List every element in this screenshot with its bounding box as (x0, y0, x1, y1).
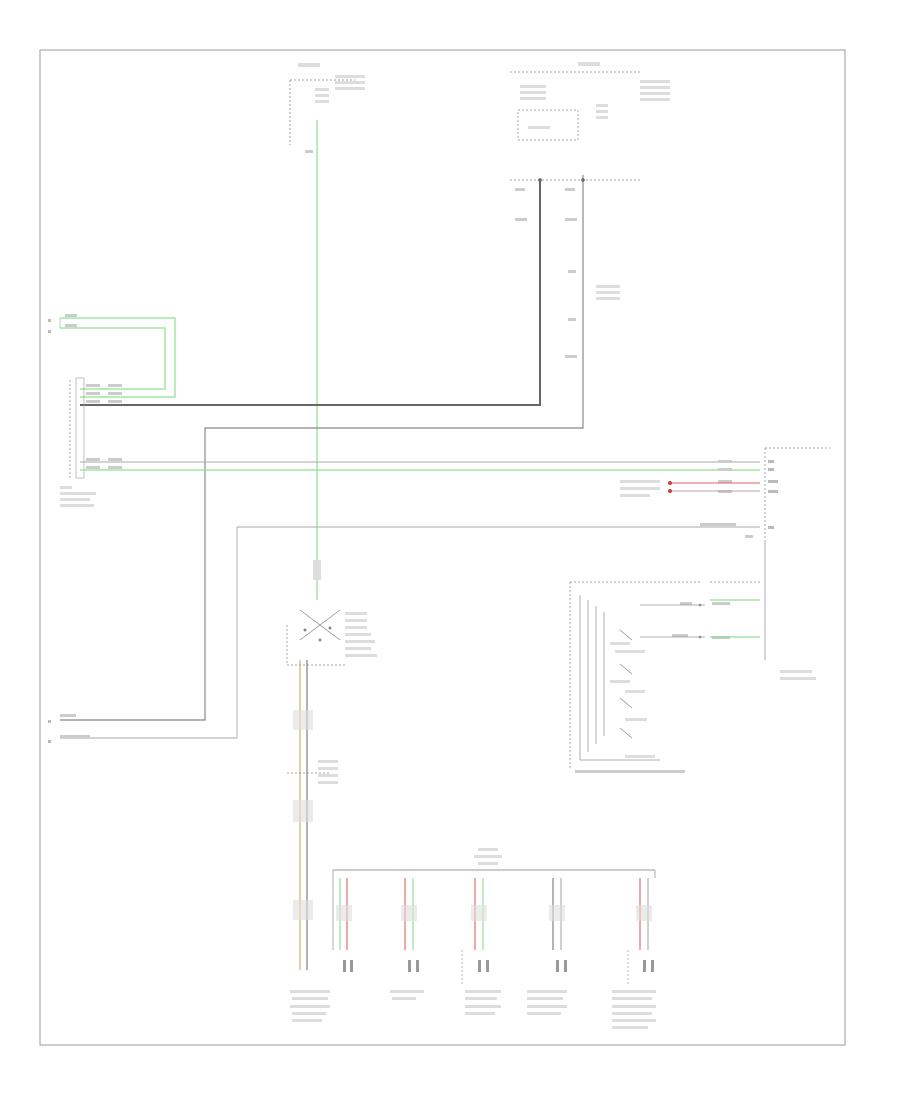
bottom-module-labels (290, 990, 656, 1029)
bottom-bus (332, 848, 656, 950)
bus-branch-3 (461, 878, 489, 985)
left-green-loop (48, 314, 176, 398)
gray-wire-2 (60, 175, 584, 721)
center-sensor (286, 609, 377, 666)
bus-branch-1 (336, 878, 353, 972)
top-right-connector (510, 62, 670, 358)
top-left-connector (289, 63, 365, 153)
light-wire-left (60, 526, 760, 739)
mid-connector (287, 760, 338, 920)
bus-branch-4 (549, 878, 567, 972)
gray-wire-1 (80, 180, 541, 406)
bus-branch-2 (401, 878, 419, 972)
left-junction-connector (60, 377, 122, 507)
diagram-frame (39, 49, 846, 1046)
headlamp-dimmer-switch (569, 540, 816, 773)
bus-branch-5 (627, 878, 654, 985)
